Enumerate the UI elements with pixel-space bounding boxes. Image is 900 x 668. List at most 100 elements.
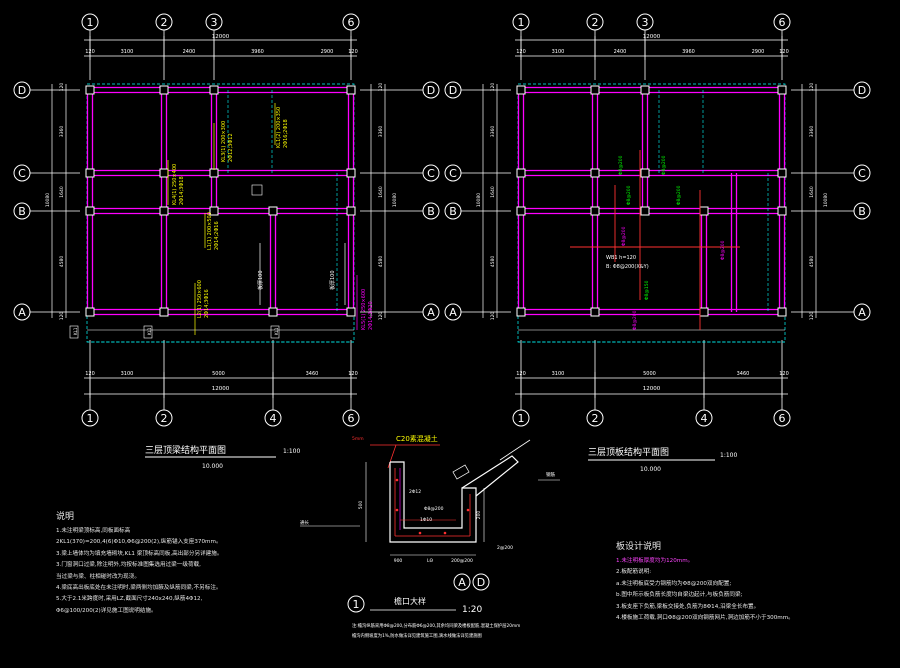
notes-right-line-highlight: 1.未注明板厚度均为120mm。 bbox=[616, 558, 694, 564]
column bbox=[590, 307, 600, 317]
detail-tag: 钢筋 bbox=[546, 471, 555, 478]
rebar-tag: Φ8@200 bbox=[618, 155, 624, 175]
beam-tag: 2Φ12;3Φ12 bbox=[228, 133, 234, 162]
gutter-outline bbox=[389, 461, 477, 543]
rebar-tag: Φ8@200 bbox=[621, 226, 627, 246]
detail-footnote: 檐沟内侧坡度为1%,防水做法详见建筑施工图,滴水线做法详见建施图 bbox=[352, 632, 482, 639]
notes-left-heading: 说明 bbox=[56, 512, 75, 522]
notes-left-line: 4.梁底高出板底处在未注明时,梁两侧均加腋及纵筋同梁,不另标注。 bbox=[56, 585, 222, 592]
axis-top-2-label: 2 bbox=[161, 16, 168, 29]
rebar-tag: Φ8@150 bbox=[644, 280, 650, 300]
dim-top-segment: 2400 bbox=[183, 49, 196, 55]
column bbox=[640, 85, 650, 95]
plan-titles: 三层顶梁结构平面图 1:100 10.000 三层顶板结构平面图 1:100 1… bbox=[145, 444, 737, 473]
detail-dim-label: 500 bbox=[358, 501, 364, 510]
axis-right-A-label: A bbox=[427, 306, 435, 319]
dim-left-segment: 3360 bbox=[490, 126, 496, 138]
notes-left: 说明 1.未注明梁顶标高,同板面标高 2KL1(370)=200,4(6)Φ10… bbox=[56, 510, 222, 617]
dim-right-segment: 120 bbox=[378, 83, 384, 92]
column bbox=[85, 206, 95, 216]
detail-axis-D-circle bbox=[472, 573, 490, 591]
axis-top-3-label: 3 bbox=[211, 16, 218, 29]
axis-bottom-4-label: 4 bbox=[270, 412, 277, 425]
column bbox=[85, 168, 95, 178]
axis-top-1-label: 1 bbox=[87, 16, 94, 29]
detail-title: 檐口大样 bbox=[394, 596, 426, 606]
axis-left-C-label: C bbox=[18, 167, 26, 180]
detail-tag: 2Φ12 bbox=[409, 489, 421, 495]
axis-right-B-label: B bbox=[427, 205, 435, 218]
column bbox=[159, 307, 169, 317]
dim-left-segment: 120 bbox=[490, 83, 496, 92]
beam-tag: 2Φ14;3Φ20 bbox=[368, 301, 374, 330]
dim-bottom-segment: 120 bbox=[779, 371, 789, 377]
column bbox=[85, 307, 95, 317]
wall-tag: 板厚100 bbox=[257, 270, 264, 290]
column bbox=[346, 168, 356, 178]
dim-left-segment: 1640 bbox=[490, 186, 496, 198]
axis-top-3-label: 3 bbox=[642, 16, 649, 29]
detail-label-top: C20素混凝土 bbox=[396, 434, 438, 443]
kl-marker-box bbox=[69, 325, 79, 339]
column bbox=[346, 206, 356, 216]
dim-bottom-segment: 3100 bbox=[121, 371, 134, 377]
axis-left-B-label: B bbox=[449, 205, 457, 218]
column bbox=[516, 206, 526, 216]
dim-top-segment: 120 bbox=[348, 49, 358, 55]
detail-axis-A-circle bbox=[453, 573, 471, 591]
axis-bottom-4-label: 4 bbox=[701, 412, 708, 425]
detail-dim-label: LΘ bbox=[427, 558, 434, 564]
dim-left-segment: 4580 bbox=[490, 256, 496, 268]
notes-left-line: 当过梁与梁、柱相碰时改为现浇。 bbox=[56, 573, 140, 580]
column bbox=[516, 85, 526, 95]
dim-right-segment: 3360 bbox=[809, 126, 815, 138]
axis-right-C-label: C bbox=[858, 167, 866, 180]
kl-marker: KL1 bbox=[73, 327, 78, 335]
rebar-dot bbox=[395, 478, 399, 482]
axis-top-2-label: 2 bbox=[592, 16, 599, 29]
detail-axis-D-label: D bbox=[477, 576, 485, 589]
rebar-dot bbox=[418, 531, 422, 535]
dim-top-segment: 3100 bbox=[121, 49, 134, 55]
roof-slab bbox=[461, 455, 519, 497]
dim-left-segment: 120 bbox=[59, 312, 65, 321]
notes-right-line: a.未注明板底受力钢筋均为Φ8@200双向配置; bbox=[616, 580, 732, 587]
rebar-dot bbox=[443, 531, 447, 535]
kl-marker-box bbox=[143, 325, 153, 339]
axis-left-C-label: C bbox=[449, 167, 457, 180]
notes-left-line: Φ6@100/200(2)详见施工图说明结施。 bbox=[56, 607, 157, 614]
dim-total-bottom-label: 12000 bbox=[212, 386, 230, 392]
beam-tag: 2Φ16;2Φ18 bbox=[283, 119, 289, 148]
column bbox=[516, 168, 526, 178]
detail-axis-A-label: A bbox=[458, 576, 466, 589]
dim-bottom-segment: 3460 bbox=[737, 371, 750, 377]
column bbox=[699, 206, 709, 216]
beam-tag: KL1(2) 200×350 bbox=[276, 107, 282, 148]
column bbox=[209, 206, 219, 216]
column bbox=[268, 206, 278, 216]
axis-bottom-2-label: 2 bbox=[592, 412, 599, 425]
column bbox=[777, 168, 787, 178]
dim-bottom-segment: 3100 bbox=[552, 371, 565, 377]
detail-footnote: 注:檐沟纵筋采用Φ8@200,分布筋Φ6@200,其余均同梁及楼板配筋,混凝土保… bbox=[352, 622, 520, 629]
hatch-box bbox=[452, 464, 470, 480]
detail-tag: Φ8@200 bbox=[424, 506, 444, 512]
column bbox=[590, 85, 600, 95]
dim-bottom-segment: 5000 bbox=[212, 371, 225, 377]
dim-bottom-segment: 5000 bbox=[643, 371, 656, 377]
detail-tag: 通长 bbox=[300, 519, 309, 526]
column bbox=[640, 206, 650, 216]
notes-right-line: 2.板配筋说明: bbox=[616, 569, 652, 576]
dim-top-segment: 3960 bbox=[251, 49, 264, 55]
dim-total-bottom-label: 12000 bbox=[643, 386, 661, 392]
notes-left-line: 3.门窗洞口过梁,除注明外,均按标准图集选用过梁一级荷载, bbox=[56, 562, 201, 569]
slab-tag: B: Φ8@200(X&Y) bbox=[606, 264, 649, 270]
dim-left-total: 10080 bbox=[476, 193, 482, 207]
column bbox=[85, 85, 95, 95]
notes-left-line: 3.梁上墙体均为填充墙砌块,KL1 梁顶标高同板,高出部分另详建施。 bbox=[56, 550, 223, 557]
rebar-tag: Φ8@200 bbox=[626, 185, 632, 205]
notes-right-line: 4.楼板施工荷载,洞口Φ8@200双向钢筋网片,洞边加筋不小于300mm。 bbox=[616, 615, 794, 622]
